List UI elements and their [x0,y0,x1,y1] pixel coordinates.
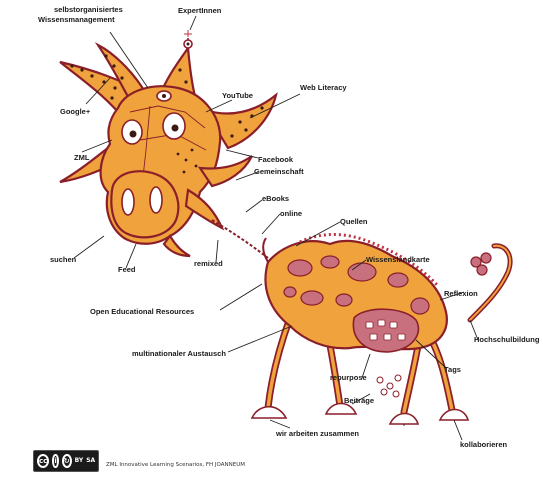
label-suchen: suchen [50,255,77,264]
license-by-text: BY [75,458,84,464]
label-facebook: Facebook [258,155,294,164]
label-ebooks: eBooks [262,194,289,203]
label-online: online [280,209,302,218]
head-creature [60,30,276,256]
label-remixed: remixed [194,259,223,268]
sa-icon: ↻ [62,454,72,468]
label-feed: Feed [118,265,136,274]
cc-icon: cc [37,454,49,468]
cc-license-badge: cc i ↻ BY SA [33,450,99,472]
license-sa-text: SA [86,458,95,464]
label-youtube: YouTube [222,91,253,100]
label-hochschulbildung: Hochschulbildung [474,335,540,344]
label-quellen: Quellen [340,217,368,226]
label-multinational: multinationaler Austausch [132,349,226,358]
label-web-literacy: Web Literacy [300,83,347,92]
label-google-plus: Google+ [60,107,91,116]
label-beitraege: Beiträge [344,396,374,405]
by-icon: i [52,454,58,468]
label-oer: Open Educational Resources [90,307,194,316]
label-tags: Tags [444,365,461,374]
label-wissenslandkarte: Wissenslandkarte [366,255,430,264]
label-selbstorganisiertes: selbstorganisiertes [54,5,123,14]
label-kollaborieren: kollaborieren [460,440,508,449]
label-repurpose: repurpose [330,373,367,382]
label-wir-arbeiten-zusammen: wir arbeiten zusammen [275,429,359,438]
label-expertinnen: ExpertInnen [178,6,222,15]
label-zml: ZML [74,153,90,162]
credit-line: ZML Innovative Learning Scenarios, FH JO… [106,462,245,468]
label-wissensmanagement: Wissensmanagement [38,15,115,24]
label-reflexion: Reflexion [444,289,478,298]
label-gemeinschaft: Gemeinschaft [254,167,304,176]
